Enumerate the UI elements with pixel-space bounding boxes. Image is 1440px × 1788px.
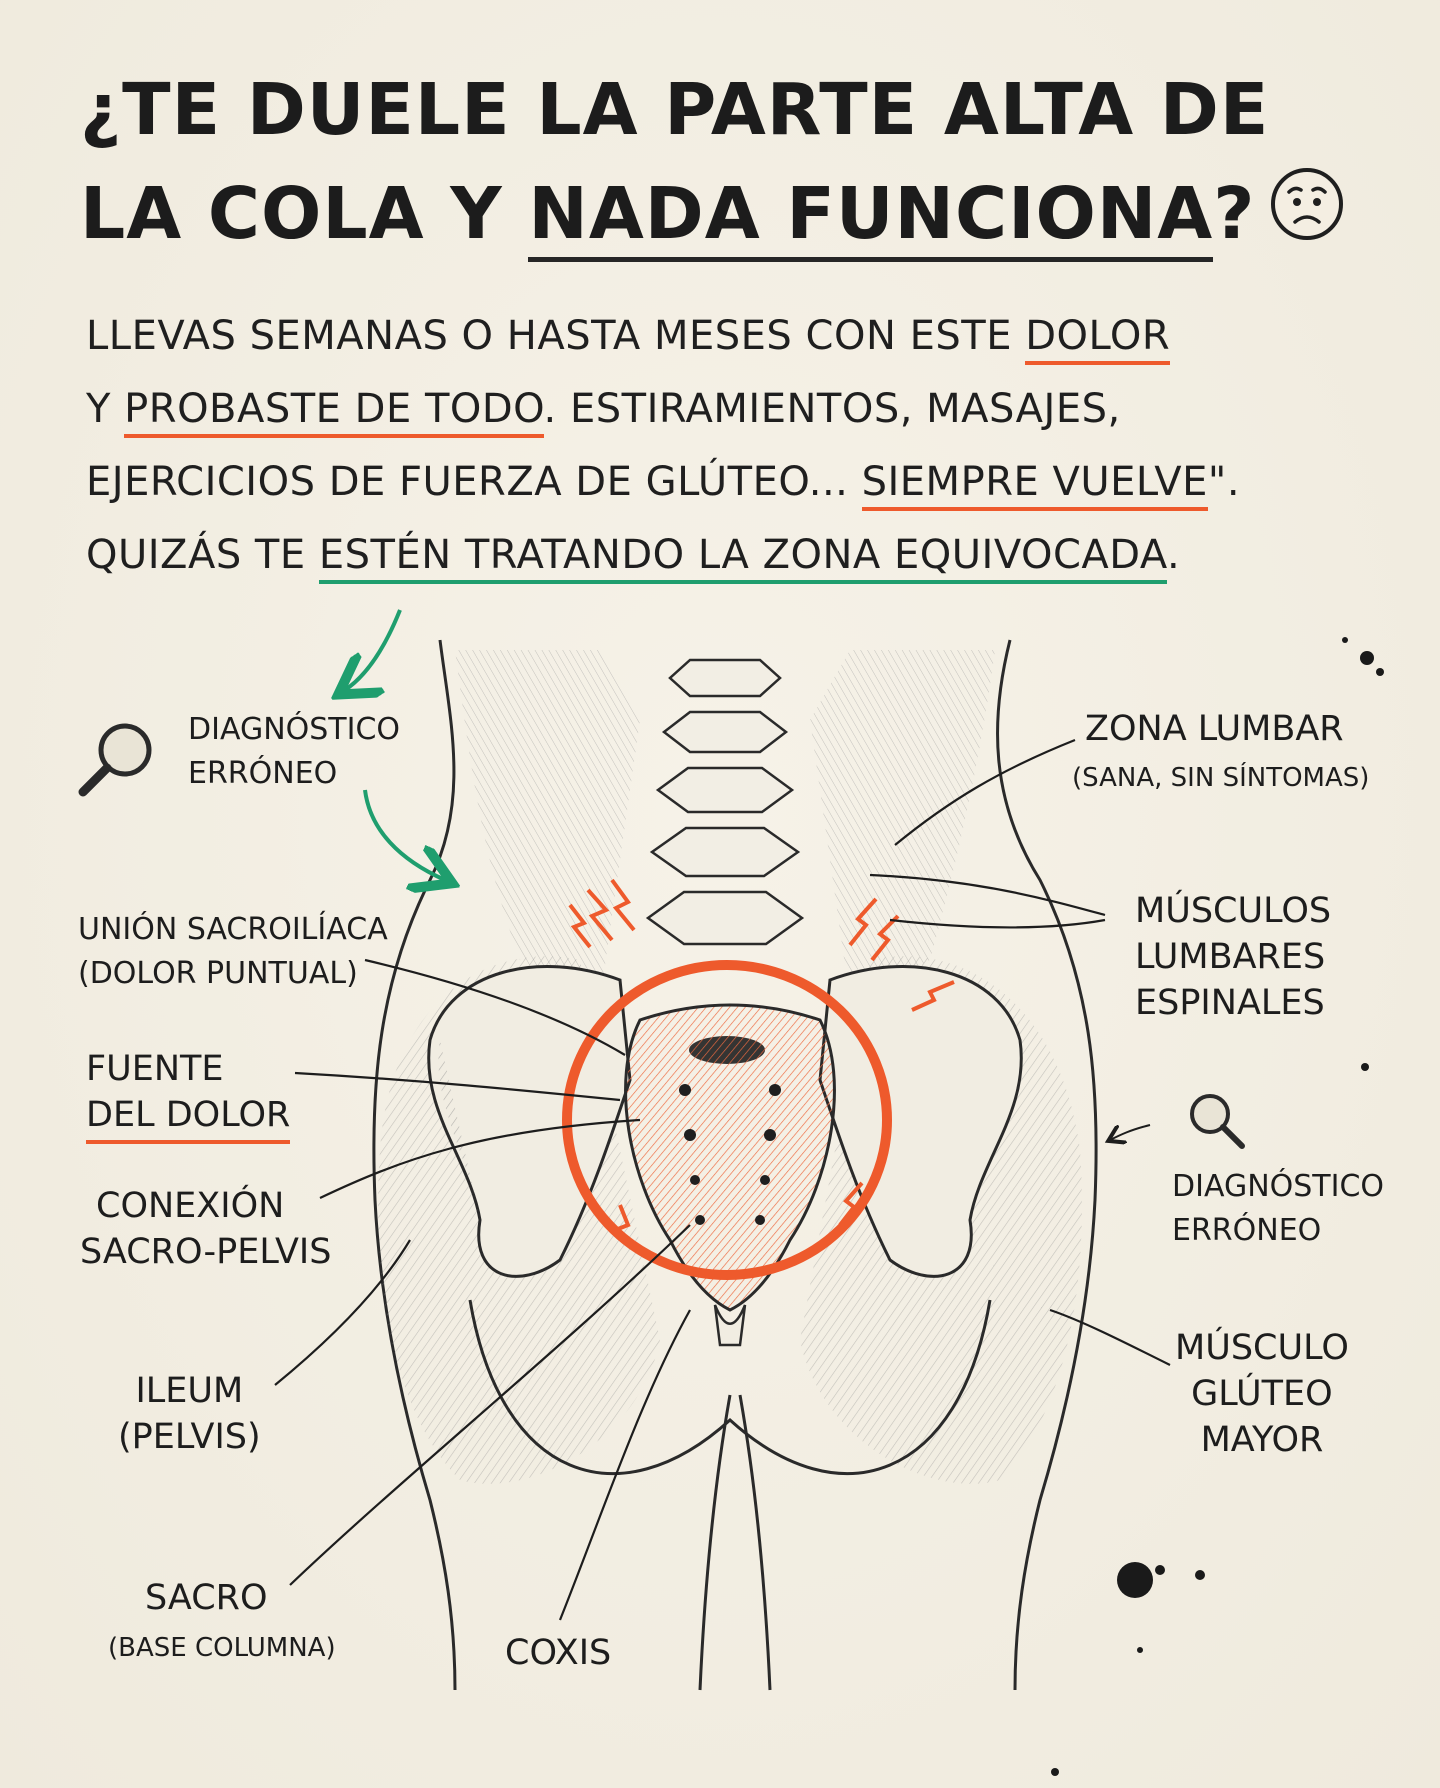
- label-ileum: ILEUM (PELVIS): [118, 1368, 261, 1460]
- title-question-mark: ?: [1213, 172, 1256, 255]
- para-text: .: [1167, 532, 1181, 578]
- label-text: SACRO-PELVIS: [80, 1232, 332, 1272]
- label-text: (DOLOR PUNTUAL): [78, 956, 358, 991]
- para-text: QUIZÁS TE: [86, 532, 319, 578]
- label-text: LUMBARES: [1135, 937, 1326, 977]
- label-text: MÚSCULOS: [1135, 891, 1332, 931]
- label-musculos-lumbares: MÚSCULOS LUMBARES ESPINALES: [1135, 888, 1331, 1026]
- intro-paragraph: LLEVAS SEMANAS O HASTA MESES CON ESTE DO…: [86, 300, 1386, 592]
- para-line-2: Y PROBASTE DE TODO. ESTIRAMIENTOS, MASAJ…: [86, 373, 1386, 446]
- label-zona-lumbar: ZONA LUMBAR: [1085, 706, 1344, 752]
- label-highlight: DEL DOLOR: [86, 1092, 291, 1144]
- label-conexion-sacro-pelvis: CONEXIÓN SACRO-PELVIS: [80, 1183, 331, 1275]
- title-line-1: ¿TE DUELE LA PARTE ALTA DE: [80, 68, 1270, 151]
- pain-bolt-icon: [568, 878, 955, 1247]
- arrow-green-2: [363, 789, 445, 880]
- para-highlight-probaste: PROBASTE DE TODO: [124, 386, 544, 438]
- label-text: GLÚTEO: [1191, 1374, 1333, 1414]
- label-text: SACRO: [145, 1578, 268, 1618]
- title-line-2-start: LA COLA Y: [80, 172, 529, 255]
- label-text: (SANA, SIN SÍNTOMAS): [1072, 763, 1370, 793]
- label-text: FUENTE: [86, 1049, 224, 1089]
- para-line-4: QUIZÁS TE ESTÉN TRATANDO LA ZONA EQUIVOC…: [86, 519, 1386, 592]
- worried-face-icon: [1267, 164, 1347, 272]
- label-text: ESPINALES: [1135, 983, 1325, 1023]
- ink-splatter: [1051, 637, 1384, 1776]
- label-text: DIAGNÓSTICO: [188, 712, 401, 747]
- spine: [645, 658, 805, 946]
- label-sacro-sub: (BASE COLUMNA): [108, 1628, 336, 1668]
- label-text: (PELVIS): [118, 1417, 261, 1457]
- coccyx: [713, 1304, 747, 1347]
- para-line-1: LLEVAS SEMANAS O HASTA MESES CON ESTE DO…: [86, 300, 1386, 373]
- label-sacro: SACRO: [145, 1575, 268, 1621]
- label-text-underlined: DEL DOLOR: [86, 1092, 291, 1144]
- label-fuente-del-dolor: FUENTE DEL DOLOR: [86, 1046, 291, 1144]
- label-union-sacroiliaca: UNIÓN SACROILÍACA (DOLOR PUNTUAL): [78, 908, 388, 996]
- sacral-foramina: [679, 1084, 781, 1225]
- arrow-green-1: [345, 609, 402, 690]
- para-highlight-zona: ESTÉN TRATANDO LA ZONA EQUIVOCADA: [318, 532, 1168, 584]
- para-text: . ESTIRAMIENTOS, MASAJES,: [543, 386, 1121, 432]
- magnifier-icon: [1190, 1094, 1245, 1149]
- label-text: MÚSCULO: [1175, 1328, 1349, 1368]
- title-emphasis: NADA FUNCIONA: [528, 172, 1214, 262]
- magnifier-icon: [78, 723, 152, 797]
- label-text: ERRÓNEO: [1172, 1213, 1322, 1248]
- label-text: ZONA LUMBAR: [1085, 709, 1344, 749]
- label-text: ERRÓNEO: [188, 756, 338, 791]
- label-coxis: COXIS: [505, 1630, 611, 1676]
- para-text: LLEVAS SEMANAS O HASTA MESES CON ESTE: [86, 313, 1026, 359]
- page-title: ¿TE DUELE LA PARTE ALTA DE LA COLA Y NAD…: [80, 58, 1370, 272]
- label-text: (BASE COLUMNA): [108, 1633, 336, 1663]
- label-zona-lumbar-sub: (SANA, SIN SÍNTOMAS): [1072, 758, 1369, 798]
- label-text: COXIS: [505, 1633, 612, 1673]
- title-line-2: LA COLA Y NADA FUNCIONA?: [80, 162, 1370, 272]
- label-text: ILEUM: [135, 1371, 244, 1411]
- label-text: CONEXIÓN: [96, 1186, 285, 1226]
- pain-zone-circle: [562, 960, 892, 1280]
- label-diagnostico-right: DIAGNÓSTICO ERRÓNEO: [1172, 1165, 1384, 1253]
- para-text: ".: [1207, 459, 1241, 505]
- label-text: DIAGNÓSTICO: [1172, 1169, 1385, 1204]
- label-diagnostico-left: DIAGNÓSTICO ERRÓNEO: [188, 708, 400, 796]
- para-line-3: EJERCICIOS DE FUERZA DE GLÚTEO... SIEMPR…: [86, 446, 1386, 519]
- body-outline: [372, 639, 1098, 1691]
- label-text: UNIÓN SACROILÍACA: [78, 912, 388, 947]
- label-musculo-gluteo: MÚSCULO GLÚTEO MAYOR: [1175, 1325, 1349, 1463]
- leader-lines: [274, 738, 1171, 1621]
- para-text: EJERCICIOS DE FUERZA DE GLÚTEO...: [86, 459, 862, 505]
- para-text: Y: [86, 386, 125, 432]
- para-highlight-dolor: DOLOR: [1025, 313, 1171, 365]
- para-highlight-siempre: SIEMPRE VUELVE: [861, 459, 1208, 511]
- label-text: MAYOR: [1200, 1420, 1324, 1460]
